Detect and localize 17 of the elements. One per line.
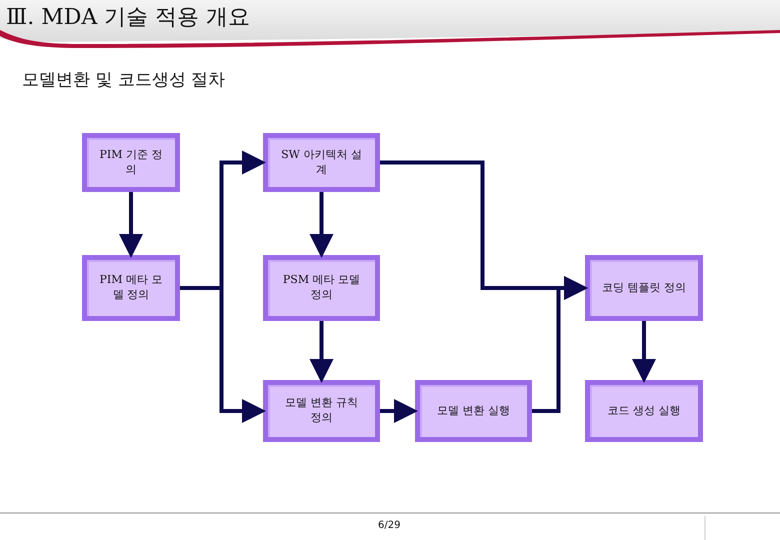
- process-box: 모델 변환 실행: [415, 380, 532, 442]
- page-number: 6/29: [378, 520, 400, 531]
- arrow: [310, 321, 334, 383]
- slide-title: Ⅲ. MDA 기술 적용 개요: [6, 4, 250, 32]
- arrow: [119, 192, 143, 258]
- process-box: SW 아키텍처 설계: [263, 133, 380, 192]
- process-box: PIM 메타 모델 정의: [82, 255, 180, 321]
- process-box: PIM 기준 정의: [82, 133, 180, 192]
- process-box: 코드 생성 실행: [585, 380, 703, 442]
- process-box: PSM 메타 모델 정의: [263, 255, 380, 321]
- arrow: [532, 276, 588, 413]
- arrow: [632, 321, 656, 383]
- arrow: [380, 399, 418, 423]
- subtitle: 모델변환 및 코드생성 절차: [22, 69, 226, 91]
- process-box: 코딩 템플릿 정의: [585, 255, 703, 321]
- process-box: 모델 변환 규칙 정의: [263, 380, 380, 442]
- arrow: [310, 192, 334, 258]
